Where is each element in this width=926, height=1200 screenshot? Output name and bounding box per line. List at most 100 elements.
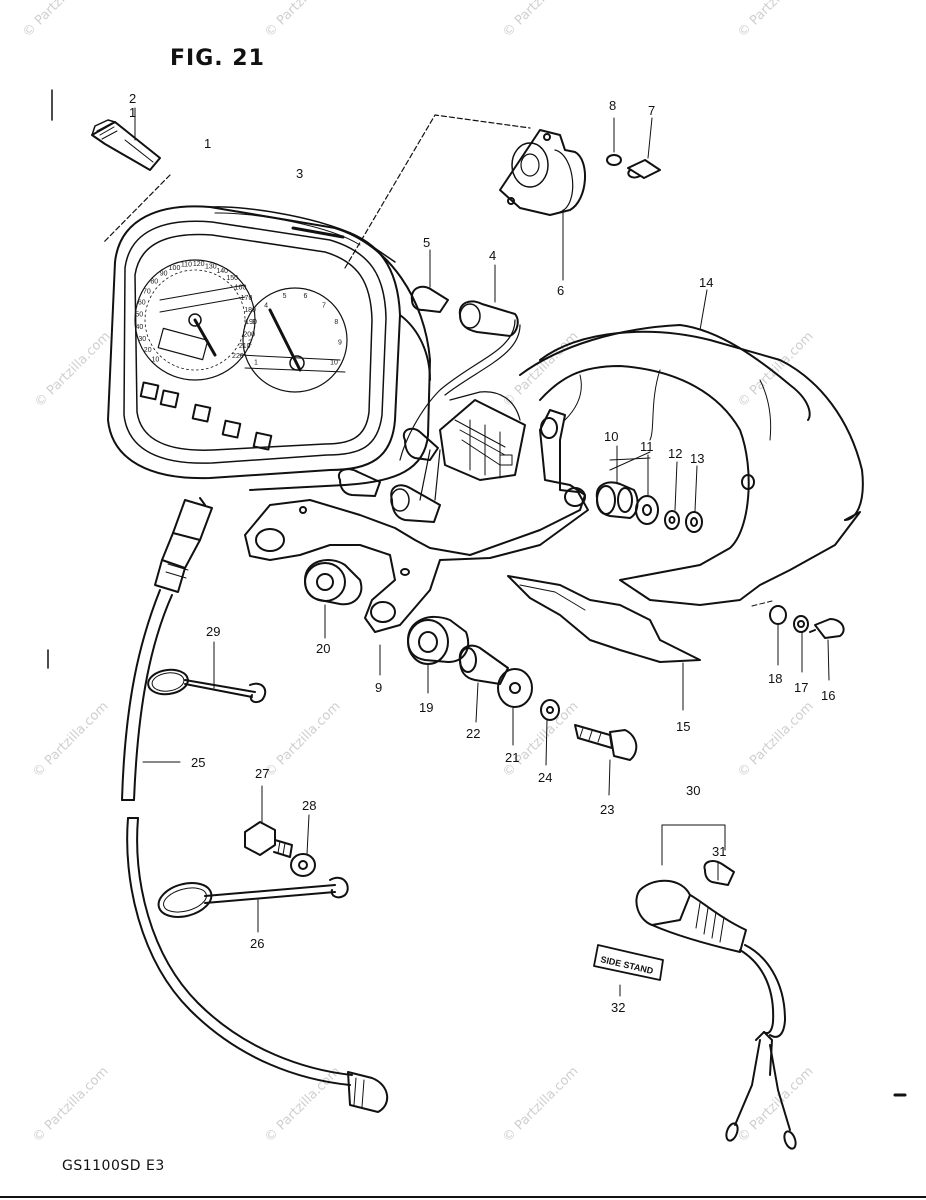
grommet-10: [595, 445, 639, 519]
callout-31: 31: [712, 844, 726, 859]
cable-clip-29: [147, 641, 267, 704]
callout-2: 2: [129, 91, 136, 106]
speedometer-numeral-220: 220: [232, 353, 244, 360]
speedometer-numeral-60: 60: [138, 300, 146, 307]
callout-27: 27: [255, 766, 269, 781]
speedometer-numeral-50: 50: [135, 312, 143, 319]
model-code: GS1100SD E3: [62, 1158, 165, 1174]
callout-20: 20: [316, 641, 330, 656]
side-stand-label: [593, 944, 664, 997]
washer-8: [606, 117, 622, 166]
bulb-socket-4: [458, 264, 519, 337]
callout-3: 3: [296, 166, 303, 181]
washer-21: [497, 668, 533, 746]
speedometer-numeral-190: 190: [245, 319, 257, 326]
screw-16: [809, 618, 845, 681]
tachometer-numeral-3: 3: [252, 319, 256, 326]
tachometer-numeral-4: 4: [264, 303, 268, 310]
seal-15: [507, 575, 701, 711]
speedometer-numeral-90: 90: [160, 271, 168, 278]
speedometer-numeral-180: 180: [244, 307, 256, 314]
callout-labels: 1 2 1 3 4 5 6 7 8 9 10 11 12 13 14 15 16…: [129, 91, 835, 1015]
washer-12: [664, 461, 680, 530]
grommet-20: [304, 559, 363, 639]
callout-30: 30: [686, 783, 700, 798]
callout-29: 29: [206, 624, 220, 639]
meter-assembly: [107, 205, 431, 491]
trip-knob: [91, 107, 161, 171]
callout-1: 1: [204, 136, 211, 151]
speedometer-numeral-160: 160: [235, 284, 247, 291]
tachometer-numeral-1: 1: [254, 360, 258, 367]
bulb-31: [703, 860, 735, 886]
side-stand-indicator-socket: [635, 824, 797, 1150]
callout-11: 11: [640, 439, 654, 454]
tachometer-numeral-8: 8: [334, 319, 338, 326]
callout-21: 21: [505, 750, 519, 765]
speedometer-gear-housing: [499, 129, 587, 281]
callout-5: 5: [423, 235, 430, 250]
speedometer-numeral-70: 70: [143, 288, 151, 295]
callout-28: 28: [302, 798, 316, 813]
callout-6: 6: [557, 283, 564, 298]
callout-7: 7: [648, 103, 655, 118]
callout-13: 13: [690, 451, 704, 466]
callout-9: 9: [375, 680, 382, 695]
bolt-27: [244, 785, 293, 858]
washer-28: [290, 814, 316, 877]
speedometer-numeral-200: 200: [243, 331, 255, 338]
wiring-harness: [399, 319, 521, 501]
callout-17: 17: [794, 680, 808, 695]
speedometer-cable: [121, 497, 388, 1113]
speedometer-numeral-130: 130: [205, 263, 217, 270]
tachometer-scale: 1 2 3 4 5 6 7 8 9 10: [248, 293, 342, 366]
tachometer-numeral-7: 7: [322, 303, 326, 310]
bulb-5: [410, 249, 449, 313]
figure-title: FIG. 21: [170, 46, 265, 71]
callout-2-sub: 1: [129, 105, 136, 120]
screw-7: [627, 117, 661, 179]
speedometer-numeral-120: 120: [193, 261, 205, 268]
tachometer-numeral-10: 10: [330, 360, 338, 367]
tachometer-numeral-2: 2: [248, 340, 252, 347]
tachometer-numeral-6: 6: [303, 293, 307, 300]
bracket-bolt: [337, 427, 441, 523]
callout-22: 22: [466, 726, 480, 741]
connector-block: [439, 399, 526, 481]
washer-17: [793, 615, 809, 673]
washer-24: [540, 699, 560, 766]
callout-24: 24: [538, 770, 552, 785]
speedometer-numeral-20: 20: [144, 347, 152, 354]
speedometer-numeral-30: 30: [138, 336, 146, 343]
spacer-22: [458, 644, 509, 723]
tachometer-numeral-9: 9: [338, 340, 342, 347]
bolt-23: [574, 724, 638, 796]
speedometer-numeral-100: 100: [169, 265, 181, 272]
callout-26: 26: [250, 936, 264, 951]
speedometer-numeral-170: 170: [241, 295, 253, 302]
grommet-19: [407, 615, 470, 694]
callout-18: 18: [768, 671, 782, 686]
callout-23: 23: [600, 802, 614, 817]
tachometer-numeral-5: 5: [283, 293, 287, 300]
speedometer-numeral-150: 150: [226, 275, 238, 282]
callout-19: 19: [419, 700, 433, 715]
callout-25: 25: [191, 755, 205, 770]
speedometer-numeral-10: 10: [152, 357, 160, 364]
speedometer-numeral-140: 140: [216, 268, 228, 275]
callout-10: 10: [604, 429, 618, 444]
callout-14: 14: [699, 275, 713, 290]
callout-32: 32: [611, 1000, 625, 1015]
speedometer-numeral-210: 210: [239, 343, 251, 350]
callout-16: 16: [821, 688, 835, 703]
speedometer-numeral-80: 80: [150, 279, 158, 286]
callout-15: 15: [676, 719, 690, 734]
speedometer-numeral-110: 110: [181, 262, 192, 269]
mounting-bracket: [244, 409, 589, 676]
washer-18: [769, 605, 787, 666]
callout-8: 8: [609, 98, 616, 113]
callout-12: 12: [668, 446, 682, 461]
